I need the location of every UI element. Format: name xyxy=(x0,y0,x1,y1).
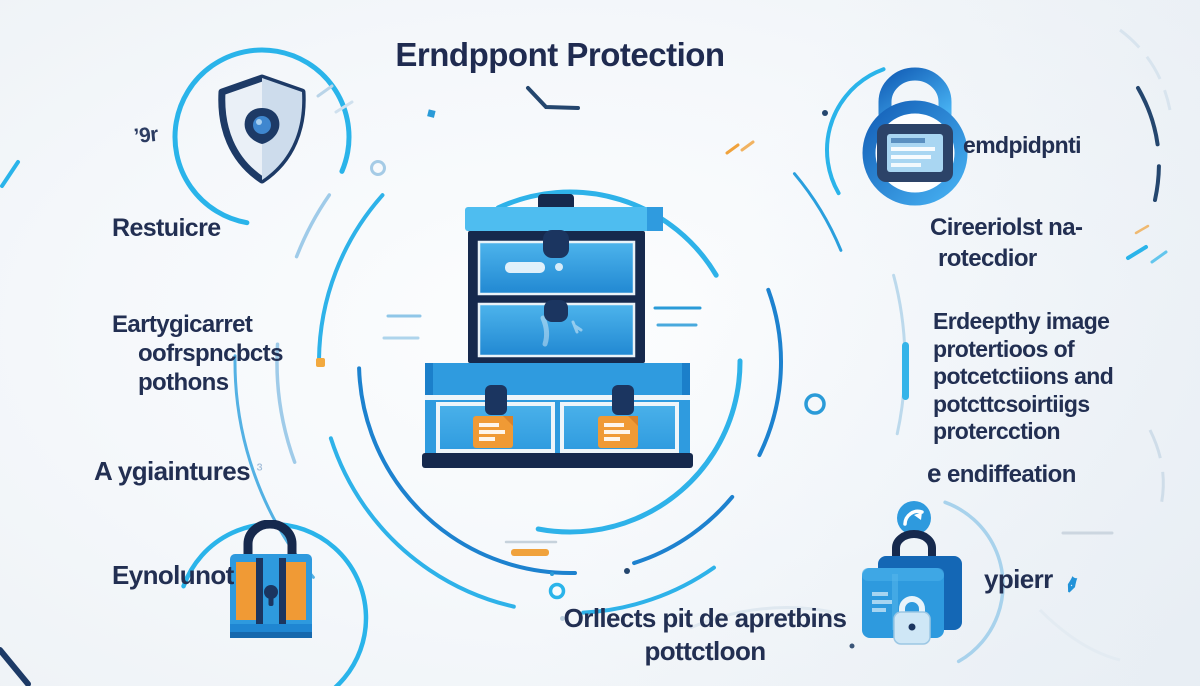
page-title: Erndppont Protection xyxy=(395,36,725,73)
right-mid-line4: potcttcsoirtiigs xyxy=(933,390,1090,417)
left-block-line3: pothons xyxy=(138,369,229,396)
left-text-block: Eartygicarret oofrspncbcts pothons xyxy=(112,310,283,397)
signatures-suffix: ɜ xyxy=(256,458,263,474)
caption-bullet xyxy=(560,616,565,621)
right-top-line2: rotecdior xyxy=(938,245,1037,272)
right-mid-line3: potcetctiions and xyxy=(933,363,1114,389)
left-bottom-label: Eynolunot xyxy=(112,560,234,590)
briefcase-lock-icon xyxy=(862,501,962,645)
identification-label: e endiffeation xyxy=(927,458,1076,489)
shield-icon xyxy=(218,74,306,184)
identification-prefix: e xyxy=(927,458,941,488)
right-top-line1: Cireeriolst na- xyxy=(930,214,1083,241)
right-mid-line2: protertioos of xyxy=(933,335,1075,362)
signatures-prefix: A xyxy=(94,456,112,486)
caption-line1: Orllects pit de apretbins xyxy=(563,603,847,633)
locked-bag-icon xyxy=(230,520,312,638)
right-middle-block: Erdeepthy image protertioos of potcetcti… xyxy=(933,308,1114,446)
left-block-line1: Eartygicarret xyxy=(112,311,253,338)
ypierr-text: ypierr xyxy=(984,564,1053,594)
right-top-block: Cireeriolst na- rotecdior xyxy=(930,212,1083,274)
right-mid-line5: protercction xyxy=(933,418,1061,444)
right-bottom-label: ypierr ✒ xyxy=(984,564,1087,597)
endpoint-label: emdpidpnti xyxy=(963,132,1082,158)
lock-screen-icon xyxy=(862,67,968,206)
caption-line2: pottctloon xyxy=(644,636,766,666)
toolbox-illustration xyxy=(422,194,693,468)
bottom-caption: Orllects pit de apretbins pottctloon xyxy=(485,602,925,668)
restore-label: Restuicre xyxy=(112,214,221,242)
signatures-label: A ygiaintures ɜ xyxy=(94,456,263,487)
signatures-text: ygiaintures xyxy=(117,456,251,486)
tick-note-label: ʼ9r xyxy=(132,122,159,149)
identification-text: endiffeation xyxy=(946,461,1076,488)
left-block-line2: oofrspncbcts xyxy=(138,340,283,367)
right-mid-line1: Erdeepthy image xyxy=(933,308,1110,334)
highlight-bar xyxy=(902,342,909,400)
